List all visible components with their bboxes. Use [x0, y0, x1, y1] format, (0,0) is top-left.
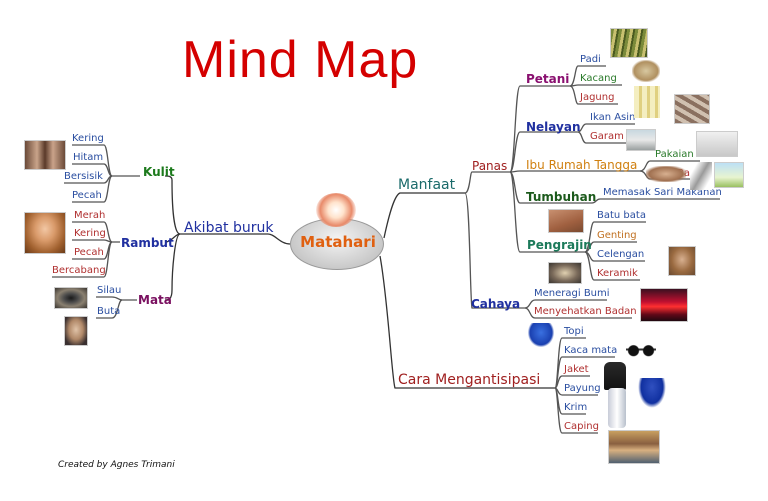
- node-manfaat[interactable]: Manfaat: [398, 177, 456, 193]
- plant-sun-image: [714, 162, 744, 188]
- leaf-cara-krim[interactable]: Krim: [564, 402, 588, 413]
- leaf-pengrajin-celengan[interactable]: Celengan: [597, 249, 645, 260]
- node-ibu-rumah-tangga[interactable]: Ibu Rumah Tangga: [526, 158, 638, 172]
- eye-image: [54, 287, 88, 309]
- node-cahaya[interactable]: Cahaya: [471, 297, 521, 311]
- leaf-mata-buta[interactable]: Buta: [97, 306, 121, 317]
- corn-image: [634, 86, 660, 118]
- peanut-image: [632, 60, 660, 82]
- damaged-hair-image: [24, 212, 66, 254]
- leaf-petani-jagung[interactable]: Jagung: [580, 92, 615, 103]
- jacket-icon: [604, 362, 626, 390]
- page-title: Mind Map: [182, 31, 419, 89]
- leaf-pengrajin-keramik[interactable]: Keramik: [597, 268, 638, 279]
- leaf-mata-silau[interactable]: Silau: [97, 285, 122, 296]
- leaf-ibu-pakaian[interactable]: Pakaian: [655, 149, 694, 160]
- sunset-image: [640, 288, 688, 322]
- leaf-pengrajin-batu-bata[interactable]: Batu bata: [597, 210, 646, 221]
- leaf-petani-kacang[interactable]: Kacang: [580, 73, 617, 84]
- spoon-image: [690, 162, 712, 190]
- sunscreen-icon: [608, 388, 626, 428]
- node-kulit[interactable]: Kulit: [143, 165, 175, 179]
- salt-field-image: [626, 129, 656, 151]
- leaf-nelayan-garam[interactable]: Garam: [590, 131, 624, 142]
- sunglasses-icon: [626, 343, 656, 357]
- leaf-kulit-bersisik[interactable]: Bersisik: [64, 171, 103, 182]
- leaf-kulit-hitam[interactable]: Hitam: [73, 152, 104, 163]
- leaf-cara-kaca-mata[interactable]: Kaca mata: [564, 345, 618, 356]
- piggy-bank-image: [668, 246, 696, 276]
- leaf-tumbuhan-memasak[interactable]: Memasak Sari Makanan: [603, 187, 722, 198]
- hat-icon: [528, 323, 554, 347]
- leaf-ibu-batu[interactable]: Batu: [677, 168, 701, 179]
- node-mata[interactable]: Mata: [138, 293, 172, 307]
- laundry-image: [696, 131, 738, 157]
- node-tumbuhan[interactable]: Tumbuhan: [526, 190, 597, 204]
- leaf-rambut-merah[interactable]: Merah: [74, 210, 106, 221]
- leaf-kulit-pecah[interactable]: Pecah: [72, 190, 102, 201]
- rice-plant-image: [610, 28, 648, 58]
- leaf-cara-payung[interactable]: Payung: [564, 383, 601, 394]
- blind-person-image: [64, 316, 88, 346]
- center-label: Matahari: [300, 233, 376, 251]
- leaf-rambut-pecah[interactable]: Pecah: [74, 247, 104, 258]
- caping-hat-image: [608, 430, 660, 464]
- pottery-image: [548, 262, 582, 284]
- leaf-cahaya-menyehatkan[interactable]: Menyehatkan Badan: [534, 306, 637, 317]
- node-petani[interactable]: Petani: [526, 72, 570, 86]
- cracked-skin-image: [24, 140, 66, 170]
- credit-text: Created by Agnes Trimani: [58, 460, 175, 470]
- node-rambut[interactable]: Rambut: [121, 236, 174, 250]
- node-nelayan[interactable]: Nelayan: [526, 120, 581, 134]
- salted-fish-image: [674, 94, 710, 124]
- leaf-cara-caping[interactable]: Caping: [564, 421, 599, 432]
- leaf-petani-padi[interactable]: Padi: [580, 54, 601, 65]
- leaf-cara-topi[interactable]: Topi: [564, 326, 584, 337]
- node-cara-mengantisipasi[interactable]: Cara Mengantisipasi: [398, 372, 541, 388]
- leaf-rambut-bercabang[interactable]: Bercabang: [52, 265, 106, 276]
- umbrella-icon: [638, 378, 666, 408]
- sun-icon: [316, 193, 356, 227]
- leaf-cahaya-meneragi-bumi[interactable]: Meneragi Bumi: [534, 288, 610, 299]
- leaf-kulit-kering[interactable]: Kering: [72, 133, 104, 144]
- node-akibat-buruk[interactable]: Akibat buruk: [184, 220, 274, 236]
- node-pengrajin[interactable]: Pengrajin: [527, 238, 592, 252]
- brick-image: [548, 209, 584, 233]
- leaf-pengrajin-genting[interactable]: Genting: [597, 230, 637, 241]
- stones-image: [646, 166, 686, 182]
- leaf-cara-jaket[interactable]: Jaket: [564, 364, 589, 375]
- leaf-nelayan-ikan-asin[interactable]: Ikan Asin: [590, 112, 636, 123]
- node-panas[interactable]: Panas: [472, 159, 508, 173]
- leaf-rambut-kering[interactable]: Kering: [74, 228, 106, 239]
